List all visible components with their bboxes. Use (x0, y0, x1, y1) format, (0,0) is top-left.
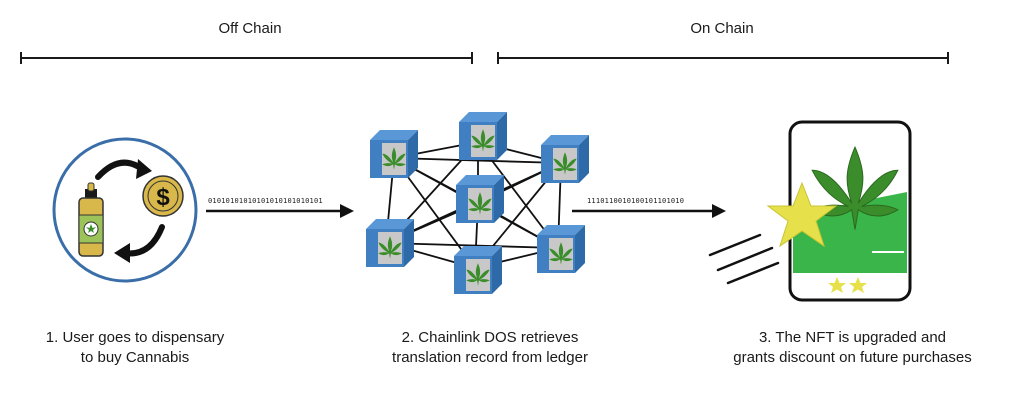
step1-caption-line1: 1. User goes to dispensary (45, 329, 225, 346)
binary-stream-1: 01010101010101010101010101 (208, 197, 323, 205)
step1-illustration: $ (52, 137, 198, 283)
off-chain-label: Off Chain (218, 20, 282, 37)
oil-bottle-icon (78, 182, 104, 257)
step1-caption-line2: to buy Cannabis (80, 349, 190, 366)
node-cube-icon (541, 135, 589, 183)
step3-illustration (708, 120, 912, 302)
step3-caption: 3. The NFT is upgraded and grants discou… (700, 328, 1005, 368)
on-chain-bracket (497, 52, 949, 64)
speed-lines-icon (708, 233, 780, 285)
off-chain-bracket (20, 52, 473, 64)
step3-caption-line1: 3. The NFT is upgraded and (758, 329, 947, 346)
step1-caption: 1. User goes to dispensary to buy Cannab… (20, 328, 250, 368)
node-network (358, 108, 608, 303)
arrow-right-icon (206, 204, 354, 218)
node-cube-icon (537, 225, 585, 273)
node-cube-icon (370, 130, 418, 178)
binary-stream-2: 1110110010100101101010 (587, 197, 685, 205)
node-cube-icon (366, 219, 414, 267)
cannabis-leaf-icon (811, 145, 899, 230)
rating-stars (828, 277, 867, 293)
svg-text:$: $ (156, 184, 170, 211)
step2-caption: 2. Chainlink DOS retrieves translation r… (360, 328, 620, 368)
step2-caption-line2: translation record from ledger (392, 349, 588, 366)
step2-caption-line1: 2. Chainlink DOS retrieves (401, 329, 579, 346)
node-cube-icon (459, 112, 507, 160)
on-chain-label: On Chain (690, 20, 754, 37)
step3-caption-line2: grants discount on future purchases (733, 349, 972, 366)
star-icon (766, 181, 838, 248)
node-cube-icon (454, 246, 502, 294)
dollar-coin-icon: $ (142, 175, 184, 217)
arrow-right-icon (572, 204, 726, 218)
node-cube-icon (456, 175, 504, 223)
